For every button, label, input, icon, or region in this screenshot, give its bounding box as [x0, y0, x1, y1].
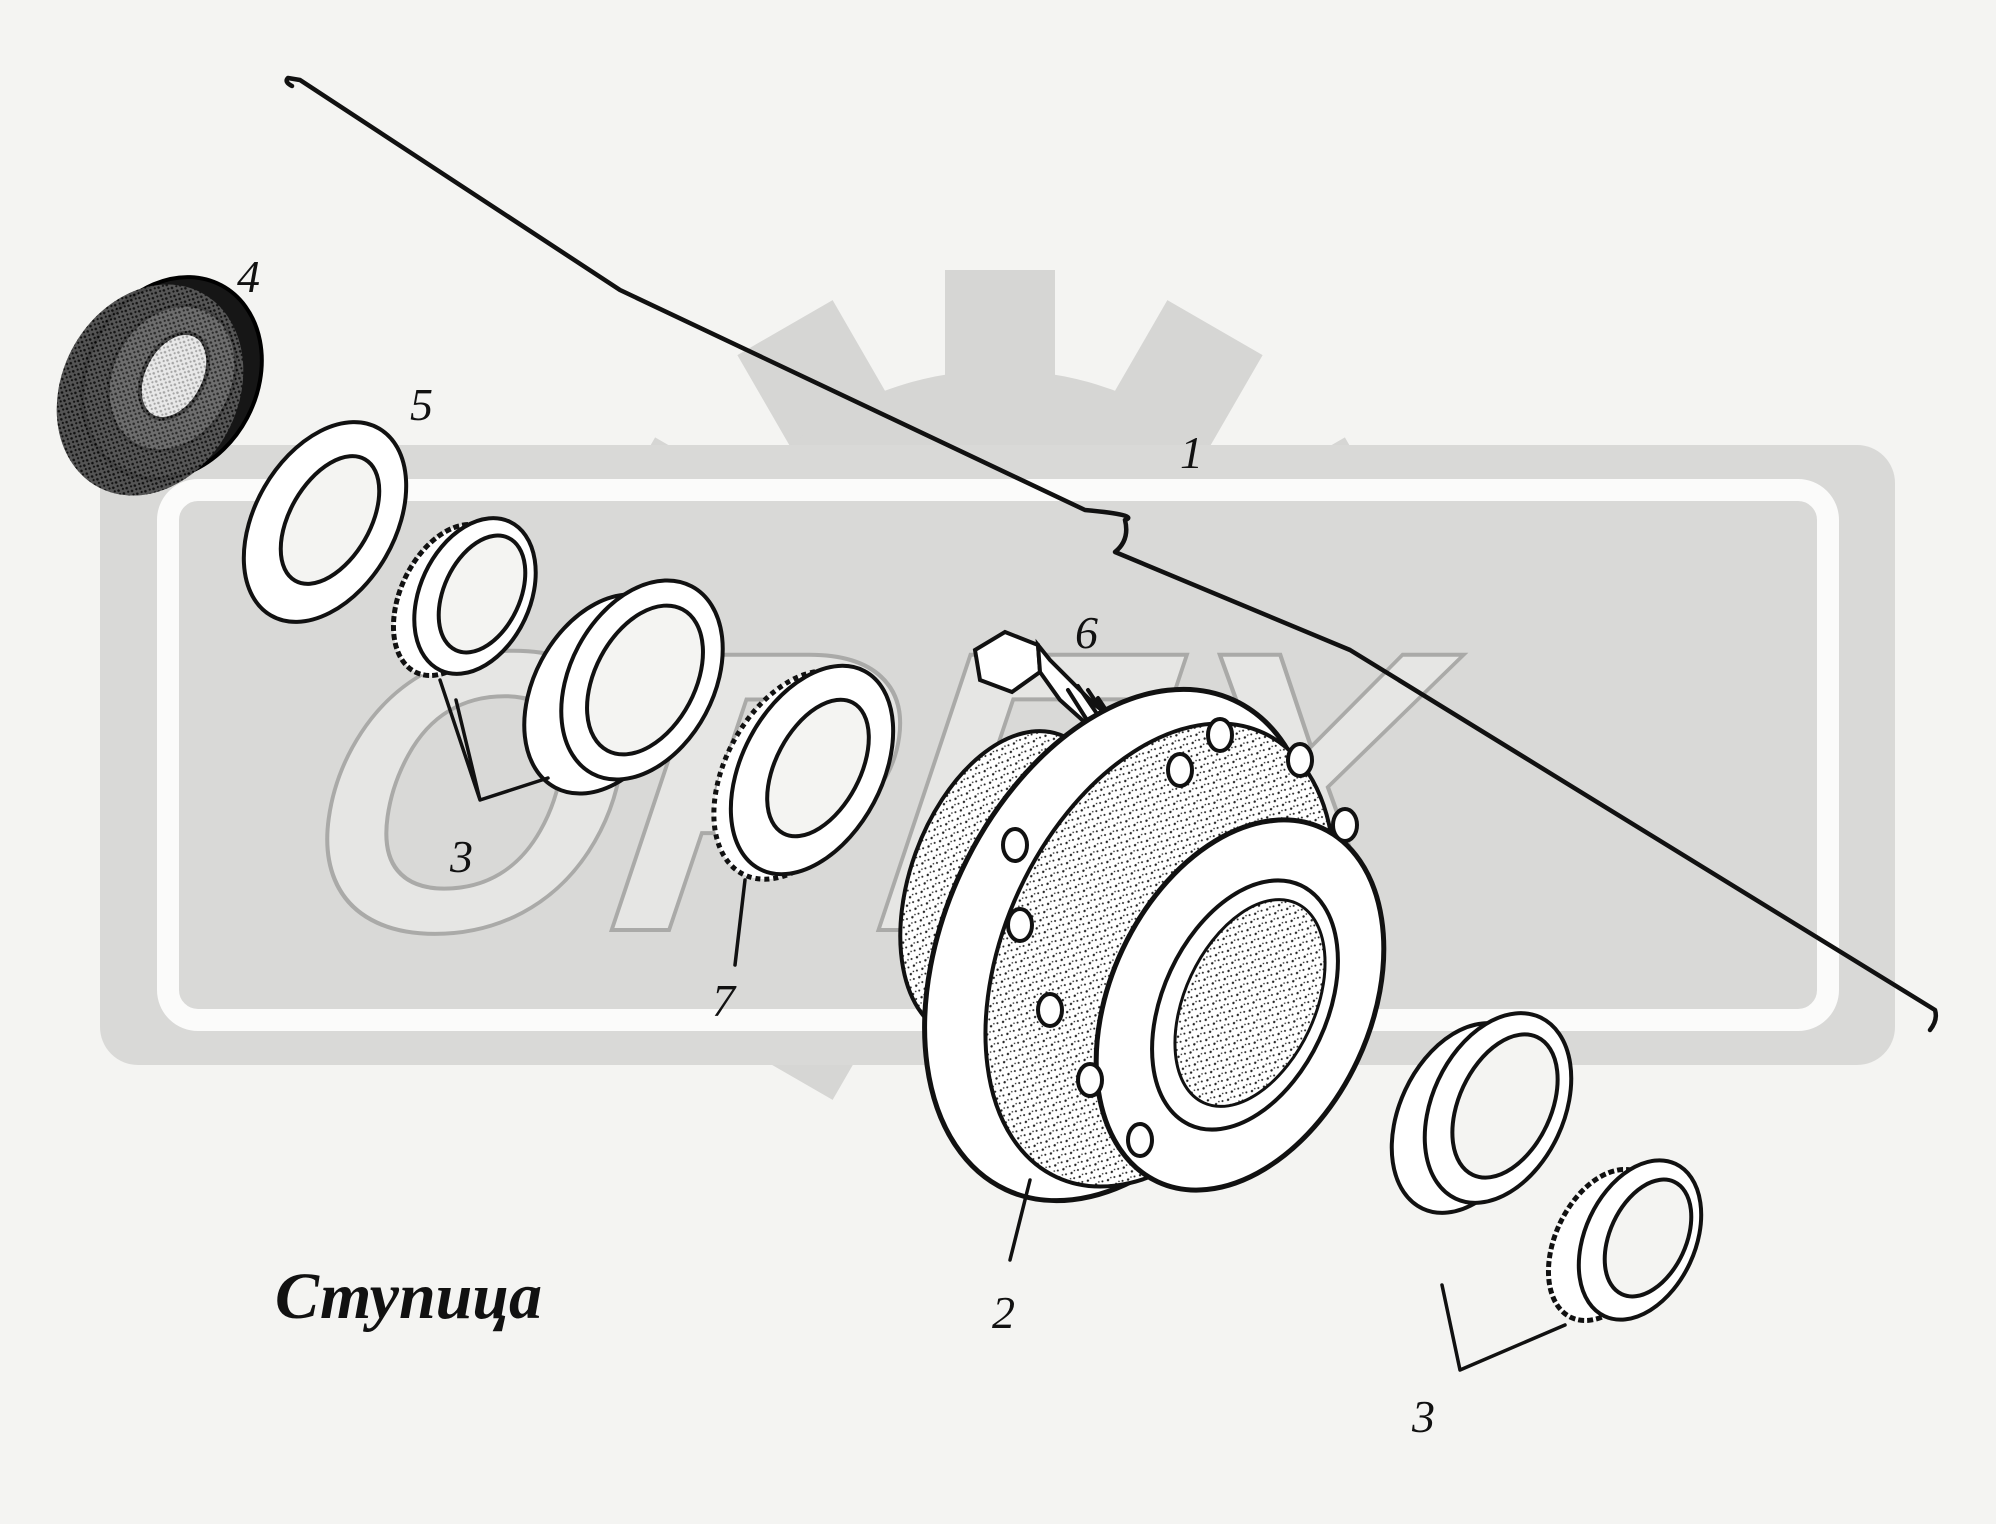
callout-2: 2 — [992, 1287, 1015, 1338]
callout-1: 1 — [1180, 427, 1203, 478]
part-3-left-roller-bearing — [390, 516, 725, 802]
callout-3-right: 3 — [1411, 1391, 1435, 1442]
callout-3-left: 3 — [449, 831, 473, 882]
hub-bolt-holes — [1001, 717, 1359, 1158]
part-2-wheel-hub — [898, 686, 1387, 1262]
callout-5: 5 — [410, 379, 433, 430]
roller-cone-left — [390, 516, 538, 679]
callout-4: 4 — [237, 251, 260, 302]
part-5-washer — [241, 420, 409, 624]
roller-cup-left — [522, 578, 725, 796]
part-4-ball-bearing — [56, 275, 264, 496]
part-3-right-roller-bearing — [1389, 1011, 1704, 1372]
part-7-oil-seal — [711, 663, 896, 967]
callout-7: 7 — [712, 975, 737, 1026]
diagram-caption: Ступица — [275, 1260, 542, 1333]
callout-6: 6 — [1075, 607, 1098, 658]
part-1-axle-line — [284, 75, 1939, 1033]
